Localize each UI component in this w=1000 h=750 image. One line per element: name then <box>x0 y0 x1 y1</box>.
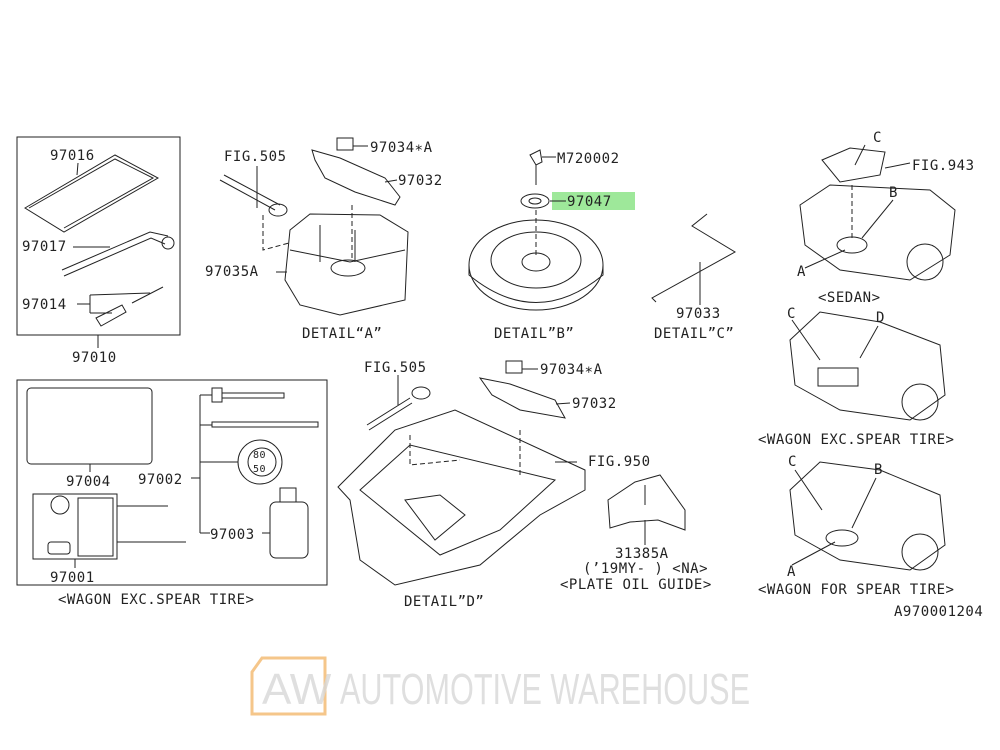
tool-bag-drawing <box>24 154 160 233</box>
valve-tool-drawing <box>221 392 285 399</box>
sedan-label-a: A <box>797 264 806 280</box>
sedan-title: <SEDAN> <box>818 290 881 306</box>
watermark: AW AUTOMOTIVE WAREHOUSE <box>250 656 750 716</box>
detail-d-group: FIG.505 97034∗A 97032 FIG.950 DETAIL”D” <box>337 360 651 610</box>
part-97032-d[interactable]: 97032 <box>572 396 617 412</box>
sedan-car-drawing <box>799 184 956 281</box>
extension-bar-d-drawing <box>366 397 413 431</box>
part-97003[interactable]: 97003 <box>210 527 255 543</box>
repair-kit-group: 80 50 97004 97002 97003 97001 <WAGON EXC… <box>16 379 328 608</box>
wagon-exc-car-drawing <box>789 311 946 421</box>
diagram-id: A970001204 <box>894 604 983 620</box>
wagon-for-label-c: C <box>788 454 797 470</box>
detail-d-title: DETAIL”D” <box>404 594 484 610</box>
part-97001[interactable]: 97001 <box>50 570 95 586</box>
watermark-logo-frame <box>250 656 327 716</box>
wagon-for-label-b: B <box>874 462 883 478</box>
jack-drawing <box>311 149 401 206</box>
part-97035a[interactable]: 97035A <box>205 264 259 280</box>
fig-505-d-link[interactable]: FIG.505 <box>364 360 427 376</box>
kit-case-drawing <box>26 387 153 465</box>
part-97017[interactable]: 97017 <box>22 239 67 255</box>
part-97034a-d[interactable]: 97034∗A <box>540 362 603 378</box>
gauge-bottom: 50 <box>253 464 266 475</box>
cap-drawing <box>520 193 550 209</box>
part-97016[interactable]: 97016 <box>50 148 95 164</box>
plate-note: (’19MY- ) <NA> <box>583 561 708 577</box>
plate-group: 31385A (’19MY- ) <NA> <PLATE OIL GUIDE> <box>560 474 712 593</box>
socket-drawing <box>95 304 127 327</box>
part-97010[interactable]: 97010 <box>72 350 117 366</box>
lug-wrench-drawing <box>61 231 169 277</box>
repair-kit-frame <box>16 379 328 586</box>
watermark-logo: AW <box>262 665 332 714</box>
highlight-97047 <box>552 192 635 210</box>
wagon-for-car-drawing <box>789 461 946 571</box>
part-97033[interactable]: 97033 <box>676 306 721 322</box>
fig-505-link[interactable]: FIG.505 <box>224 149 287 165</box>
plate-title: <PLATE OIL GUIDE> <box>560 577 712 593</box>
jack-holder-drawing <box>284 213 409 316</box>
compressor-drawing <box>32 493 118 560</box>
hook-drawing <box>651 213 736 303</box>
wagon-exc-title: <WAGON EXC.SPEAR TIRE> <box>758 432 954 448</box>
wagon-for-title: <WAGON FOR SPEAR TIRE> <box>758 582 954 598</box>
part-97002[interactable]: 97002 <box>138 472 183 488</box>
watermark-text: AUTOMOTIVE WAREHOUSE <box>340 665 750 714</box>
sedan-cover-drawing <box>821 147 886 183</box>
part-97047[interactable]: 97047 <box>567 194 612 210</box>
wagon-exc-label-c: C <box>787 306 796 322</box>
fig-943-link[interactable]: FIG.943 <box>912 158 975 174</box>
plate-oil-guide-drawing <box>607 474 686 531</box>
jack-d-drawing <box>478 377 566 419</box>
nozzle-drawing <box>211 421 319 428</box>
sealant-bottle-drawing <box>269 501 309 559</box>
wagon-exc-view: C D <WAGON EXC.SPEAR TIRE> <box>758 306 954 448</box>
part-97004[interactable]: 97004 <box>66 474 111 490</box>
sedan-label-b: B <box>889 185 898 201</box>
detail-b-group: M720002 97047 DETAIL”B” <box>468 149 635 342</box>
part-97032[interactable]: 97032 <box>398 173 443 189</box>
wagon-for-view: C B A <WAGON FOR SPEAR TIRE> A970001204 <box>758 454 983 620</box>
extension-bar-drawing <box>219 174 281 211</box>
fig-950-link[interactable]: FIG.950 <box>588 454 651 470</box>
gauge-top: 80 <box>253 450 266 461</box>
part-m720002[interactable]: M720002 <box>557 151 620 167</box>
part-31385a[interactable]: 31385A <box>615 546 669 562</box>
wagon-for-label-a: A <box>787 564 796 580</box>
floor-tray-drawing <box>337 409 586 586</box>
part-97014[interactable]: 97014 <box>22 297 67 313</box>
repair-kit-title: <WAGON EXC.SPEAR TIRE> <box>58 592 254 608</box>
part-97034a[interactable]: 97034∗A <box>370 140 433 156</box>
tool-kit-group: 97016 97017 97014 97010 <box>16 136 181 366</box>
speed-sticker-drawing <box>237 439 283 485</box>
sedan-view: C FIG.943 B A <SEDAN> <box>797 130 975 306</box>
spare-tire-drawing <box>468 219 604 311</box>
detail-a-title: DETAIL“A” <box>302 326 382 342</box>
detail-a-group: FIG.505 97034∗A 97032 97035A DETAIL“A” <box>205 137 443 342</box>
detail-c-title: DETAIL”C” <box>654 326 734 342</box>
detail-c-group: 97033 DETAIL”C” <box>651 213 736 342</box>
detail-b-title: DETAIL”B” <box>494 326 574 342</box>
sedan-label-c: C <box>873 130 882 146</box>
wagon-exc-label-d: D <box>876 310 885 326</box>
bolt-drawing <box>529 149 543 185</box>
